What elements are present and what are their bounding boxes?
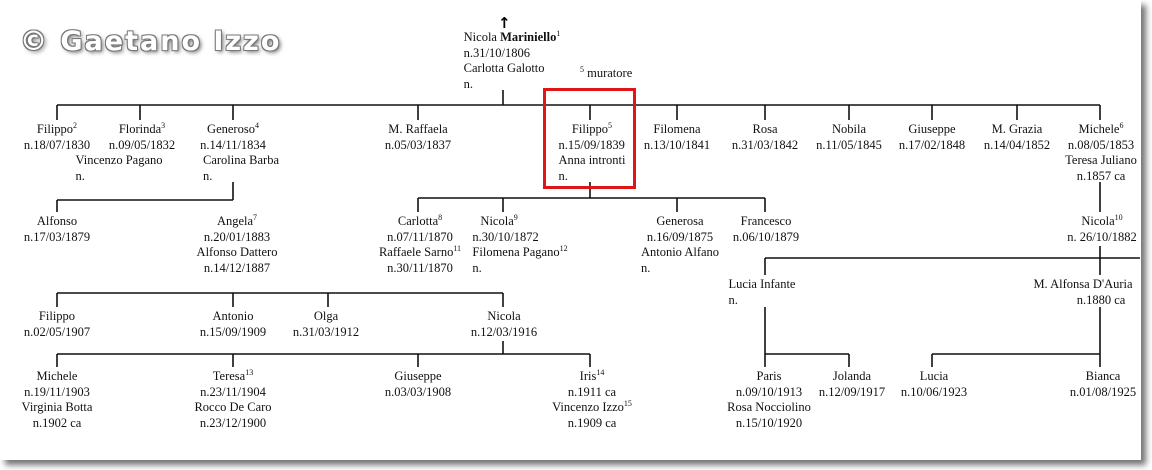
node-gen4-6: Lucia n.10/06/1923 <box>900 369 968 399</box>
node-gen2-2: Carlotta8 n.07/11/1870 Raffaele Sarno11 … <box>378 212 462 275</box>
node-gen1-1-spouse: Vincenzo Pagano n. <box>75 153 163 183</box>
node-root: Nicola Mariniello1 n.31/10/1806 Carlotta… <box>463 28 561 92</box>
node-gen1-0: Filippo2 n.18/07/1830 <box>23 120 91 152</box>
node-gen3-0: Filippo n.02/05/1907 <box>23 309 91 339</box>
node-gen1-8: Giuseppe n.17/02/1848 <box>898 122 966 152</box>
node-gen4-3: Iris14 n.1911 ca Vincenzo Izzo15 n.1909 … <box>552 367 632 430</box>
node-gen1-5: Filomena n.13/10/1841 <box>643 122 711 152</box>
node-gen2-4: Generosa n.16/09/1875 Antonio Alfano n. <box>640 214 720 275</box>
person-name: Nicola Mariniello1 <box>463 28 561 44</box>
node-gen2-6: Nicola10 n. 26/10/1882 <box>1067 212 1137 244</box>
node-gen1-2-spouse: Carolina Barba n. <box>202 153 280 183</box>
node-gen1-10: Michele6 n.08/05/1853 Teresa Juliano n.1… <box>1065 120 1137 183</box>
node-gen2-5: Francesco n.06/10/1879 <box>732 214 800 244</box>
tree-paper: © Gaetano Izzo ↑ Nicola Mariniello1 n.31… <box>20 14 1140 430</box>
tree-connector-lines <box>56 90 1140 367</box>
node-gen4-7: Bianca n.01/08/1925 <box>1069 369 1137 399</box>
node-gen1-7: Nobila n.11/05/1845 <box>816 122 882 152</box>
up-arrow-icon: ↑ <box>498 14 511 32</box>
node-gen3-1: Antonio n.15/09/1909 <box>199 309 267 339</box>
node-gen3-3: Nicola n.12/03/1916 <box>470 309 538 339</box>
node-gen4-2: Giuseppe n.03/03/1908 <box>384 369 452 399</box>
node-gen4-4: Paris n.09/10/1913 Rosa Nocciolino n.15/… <box>727 369 811 430</box>
node-gen4-5: Jolanda n.12/09/1917 <box>818 369 886 399</box>
highlight-box <box>543 88 636 189</box>
node-gen1-3: M. Raffaela n.05/03/1837 <box>384 122 452 152</box>
node-gen1-9: M. Grazia n.14/04/1852 <box>983 122 1051 152</box>
spouse-birth: n. <box>463 76 474 91</box>
node-spouse-0: Lucia Infante n. <box>728 277 796 307</box>
spouse-name: Carlotta Galotto <box>463 61 545 76</box>
node-gen2-3: Nicola9 n.30/10/1872 Filomena Pagano12 n… <box>472 212 568 275</box>
node-gen1-2: Generoso4 n.14/11/1834 <box>200 120 266 152</box>
node-gen1-6: Rosa n.31/03/1842 <box>731 122 799 152</box>
node-gen1-4: Filippo5 n.15/09/1839 Anna intronti n. <box>558 120 626 183</box>
node-gen3-2: Olga n.31/03/1912 <box>292 309 360 339</box>
node-gen2-1: Angela7 n.20/01/1883 Alfonso Dattero n.1… <box>196 212 278 275</box>
node-gen4-1: Teresa13 n.23/11/1904 Rocco De Caro n.23… <box>194 367 272 430</box>
node-gen1-1: Florinda3 n.09/05/1832 <box>108 120 176 152</box>
person-birth: n.31/10/1806 <box>463 45 530 60</box>
node-gen4-0: Michele n.19/11/1903 Virginia Botta n.19… <box>21 369 93 430</box>
watermark: © Gaetano Izzo <box>20 26 282 57</box>
node-gen2-0: Alfonso n.17/03/1879 <box>23 214 91 244</box>
occupation-label: 5 muratore <box>580 64 633 80</box>
node-spouse-1: M. Alfonsa D'Auria n.1880 ca <box>1033 277 1133 307</box>
